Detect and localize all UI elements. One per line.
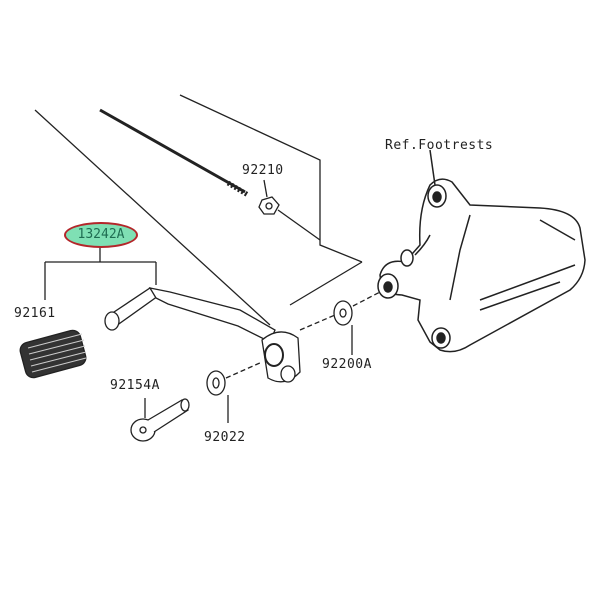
assembly-outline	[34, 94, 363, 326]
leader-13242A	[44, 246, 157, 300]
washer-92022	[206, 361, 263, 423]
label-92022: 92022	[204, 430, 246, 445]
label-92200A: 92200A	[322, 357, 372, 372]
shift-pedal	[104, 287, 336, 383]
spring-92161	[19, 329, 87, 379]
label-ref-footrests: Ref.Footrests	[385, 138, 494, 153]
bolt-92154A	[130, 398, 190, 442]
footrest-bracket	[377, 149, 586, 353]
nut-92210	[258, 179, 321, 241]
washer-92200A	[333, 291, 381, 355]
highlight-13242A: 13242A	[64, 222, 138, 248]
label-92161: 92161	[14, 306, 56, 321]
label-92154A: 92154A	[110, 378, 160, 393]
label-13242A: 13242A	[77, 227, 125, 242]
label-92210: 92210	[242, 163, 284, 178]
shift-rod	[99, 108, 250, 198]
